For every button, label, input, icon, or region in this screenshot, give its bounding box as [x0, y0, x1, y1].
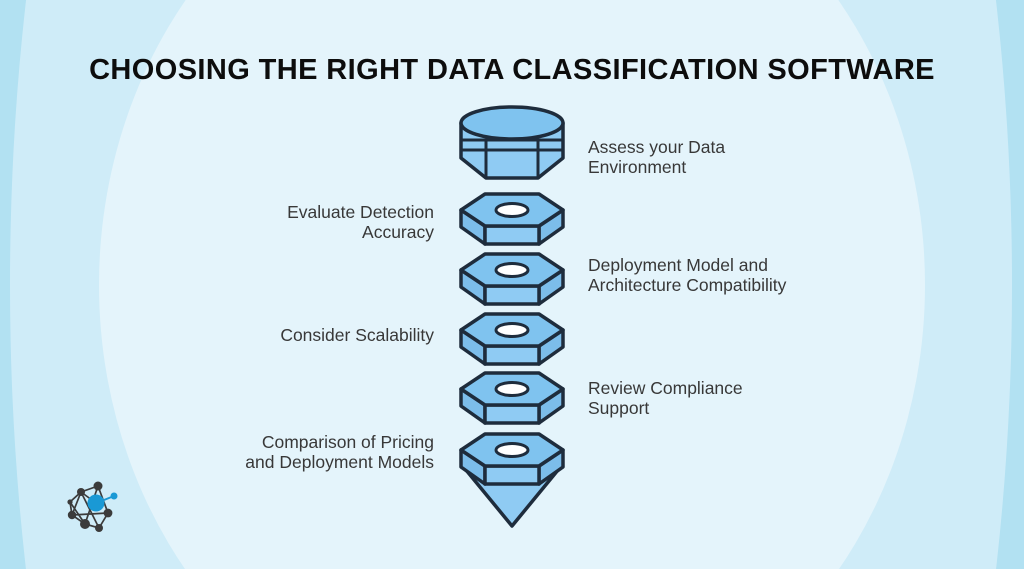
step-label-assess-data-environment: Assess your Data Environment	[588, 137, 726, 177]
hex-nut-icon	[458, 368, 566, 426]
hex-nut-icon	[458, 249, 566, 307]
hex-nut-icon	[458, 189, 566, 247]
hex-nut-drill-tip-icon	[458, 429, 566, 529]
step-label-comparison-pricing-deployment: Comparison of Pricing and Deployment Mod…	[245, 432, 434, 472]
step-label-evaluate-detection-accuracy: Evaluate Detection Accuracy	[287, 202, 434, 242]
screw-head-drum-icon	[456, 102, 568, 182]
step-label-deployment-model-architecture: Deployment Model and Architecture Compat…	[588, 255, 787, 295]
network-molecule-logo-icon	[62, 478, 126, 542]
step-label-review-compliance-support: Review Compliance Support	[588, 378, 743, 418]
hex-nut-icon	[458, 309, 566, 367]
page-title: CHOOSING THE RIGHT DATA CLASSIFICATION S…	[89, 54, 935, 86]
step-label-consider-scalability: Consider Scalability	[280, 325, 434, 345]
